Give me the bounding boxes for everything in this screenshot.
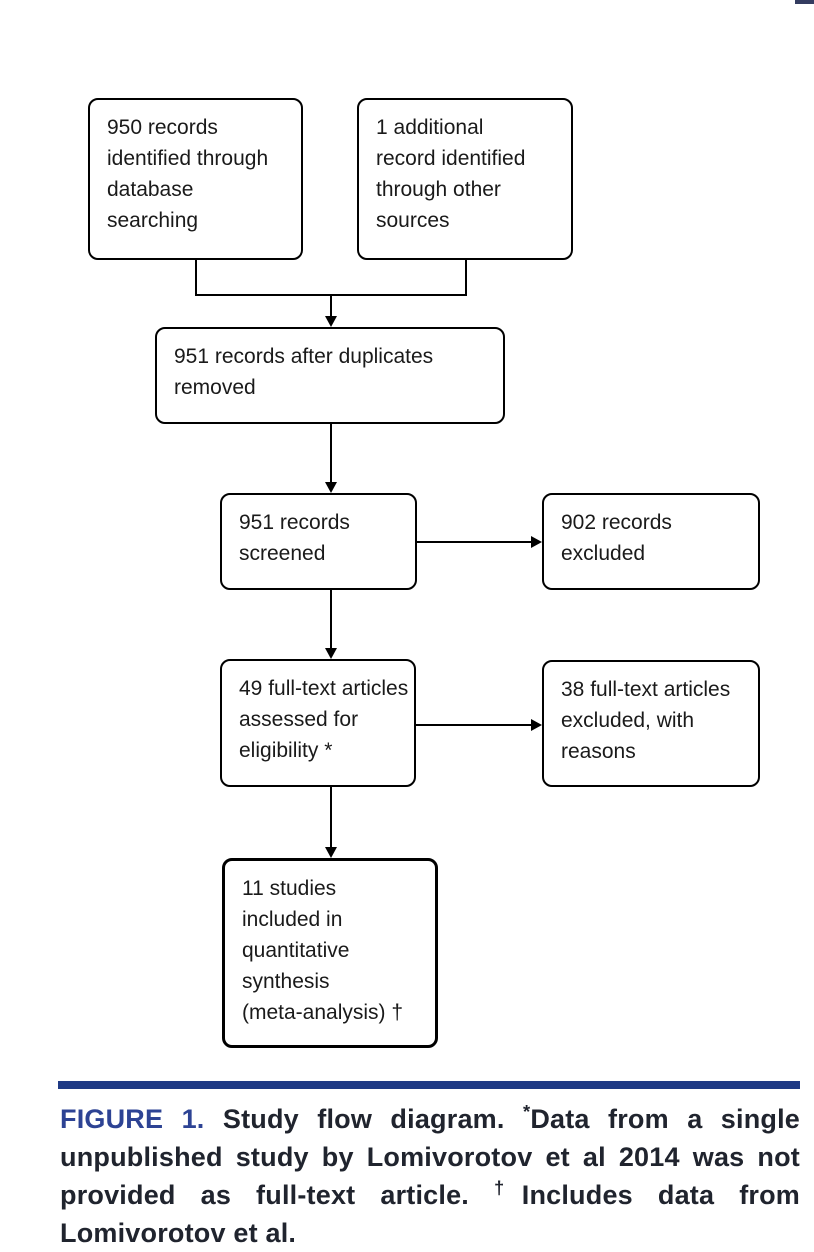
figure-caption-title: Study flow diagram. [222, 1104, 505, 1134]
flow-box-studies-included: 11 studies included in quantitative synt… [222, 858, 438, 1048]
flow-box-text: 950 records identified through database … [107, 116, 269, 232]
connector-screened-to-fulltext [330, 590, 332, 650]
connector-duplicates-to-screened [330, 424, 332, 484]
footnote-star-marker: * [522, 1101, 531, 1122]
footnote-dagger-marker: † [494, 1177, 522, 1198]
flow-box-records-excluded: 902 records excluded [542, 493, 760, 590]
connector-merge-stem [330, 294, 332, 318]
flow-box-fulltext-assessed: 49 full-text articles assessed for eligi… [220, 659, 416, 787]
flow-box-text: 951 records screened [239, 511, 350, 565]
flow-box-fulltext-excluded: 38 full-text articles excluded, with rea… [542, 660, 760, 787]
figure-caption-label: FIGURE 1. [60, 1104, 205, 1134]
arrowhead-right-icon [531, 719, 542, 731]
connector-fulltext-to-excluded [416, 724, 532, 726]
flow-box-after-duplicates: 951 records after duplicates removed [155, 327, 505, 424]
flow-box-text: 11 studies included in quantitative synt… [242, 877, 404, 1024]
page-edge-accent [795, 0, 814, 4]
arrowhead-down-icon [325, 847, 337, 858]
connector-fulltext-to-included [330, 787, 332, 849]
footnote-star-text: Data from a single unpublished study by … [60, 1104, 801, 1210]
flow-box-text: 951 records after duplicates removed [174, 345, 434, 399]
arrowhead-down-icon [325, 648, 337, 659]
connector-screened-to-excluded [417, 541, 532, 543]
flow-box-text: 49 full-text articles assessed for eligi… [239, 677, 409, 762]
connector-merge-right-leg [465, 260, 467, 296]
flow-box-text: 902 records excluded [561, 511, 672, 565]
connector-merge-left-leg [195, 260, 197, 296]
flow-box-records-identified-database: 950 records identified through database … [88, 98, 303, 260]
figure-divider-rule [58, 1081, 800, 1089]
figure-caption: FIGURE 1. Study flow diagram. *Data from… [60, 1100, 800, 1252]
flow-box-additional-records: 1 additional record identified through o… [357, 98, 573, 260]
arrowhead-down-icon [325, 316, 337, 327]
flow-box-text: 38 full-text articles excluded, with rea… [561, 678, 731, 763]
arrowhead-down-icon [325, 482, 337, 493]
arrowhead-right-icon [531, 536, 542, 548]
flow-box-text: 1 additional record identified through o… [376, 116, 526, 232]
flow-box-records-screened: 951 records screened [220, 493, 417, 590]
